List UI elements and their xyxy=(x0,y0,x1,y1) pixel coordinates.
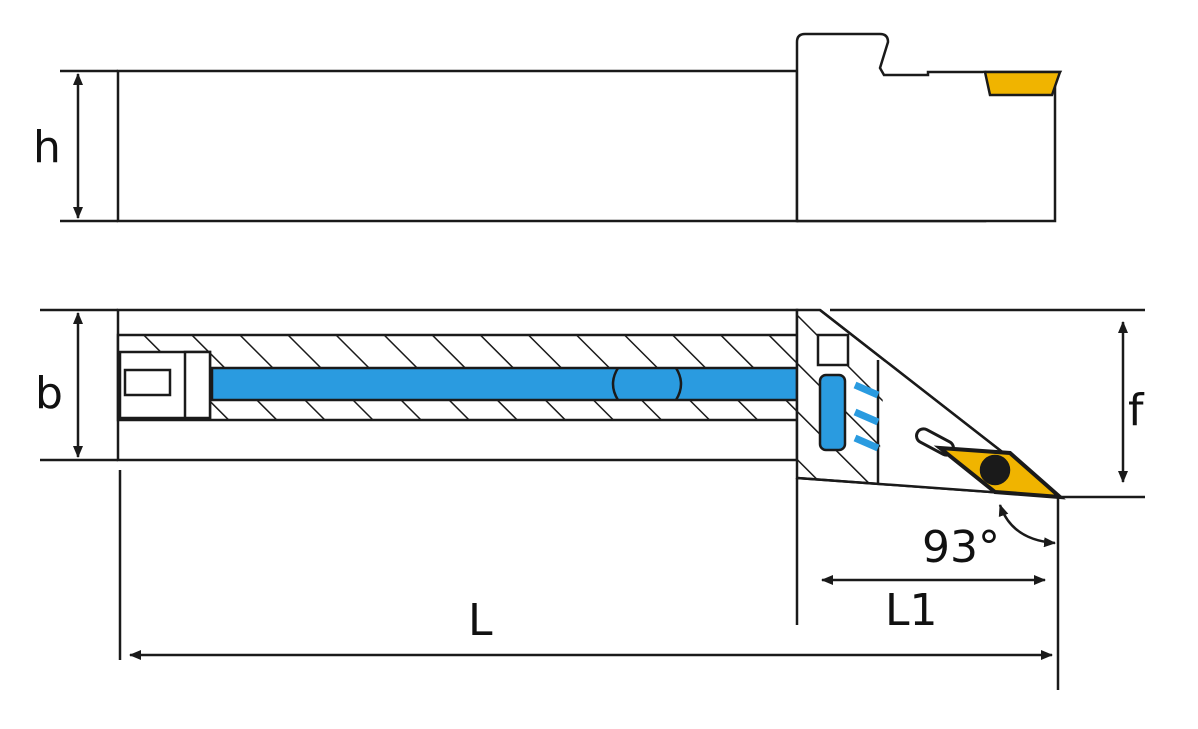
coolant-channel xyxy=(210,366,799,402)
label-f: f xyxy=(1128,385,1145,436)
label-L: L xyxy=(468,595,493,646)
label-h: h xyxy=(33,122,61,173)
side-view xyxy=(60,32,1063,223)
section-view xyxy=(40,308,1145,690)
label-b: b xyxy=(35,368,63,419)
label-L1: L1 xyxy=(885,585,938,636)
insert-side xyxy=(983,70,1062,97)
label-angle: 93° xyxy=(922,522,1000,573)
insert-screw xyxy=(979,454,1011,486)
coolant-head xyxy=(818,373,847,452)
